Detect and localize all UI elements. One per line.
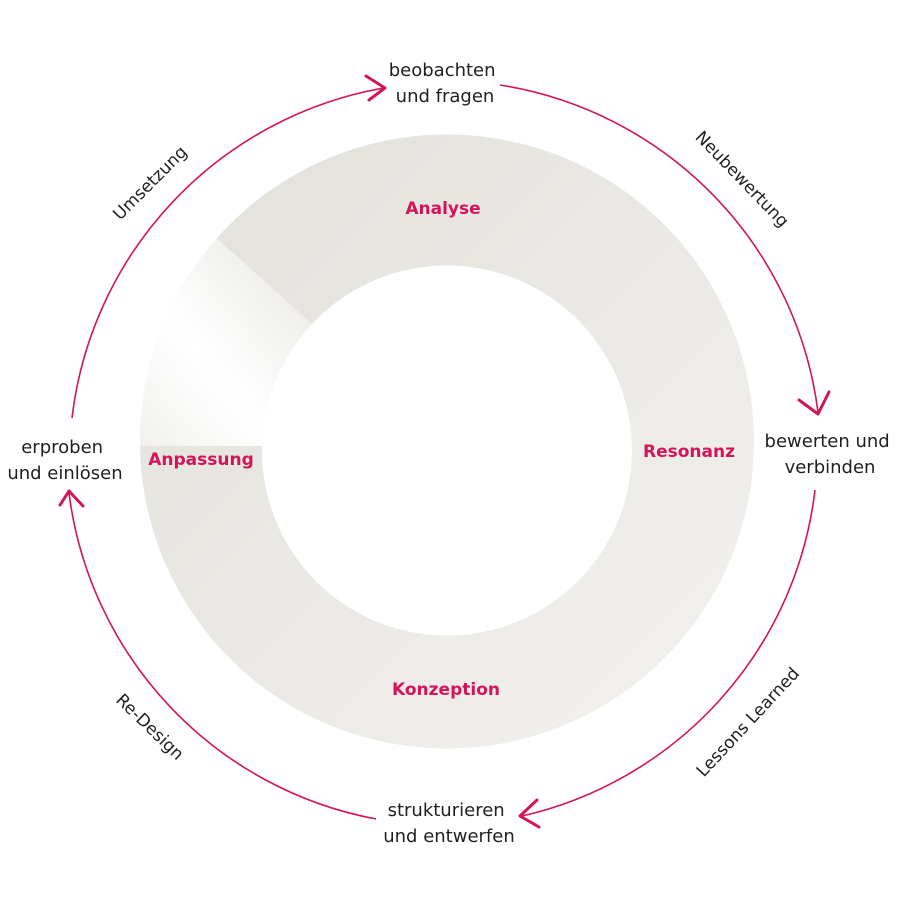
arc-umsetzung [71, 87, 385, 419]
arc-re-design [68, 492, 377, 820]
node-top-line1: beobachten [389, 60, 496, 81]
transition-lessons-learned: Lessons Learned [693, 664, 804, 781]
arc-lessons-learned [521, 489, 816, 817]
arrowhead-top [364, 74, 387, 102]
transition-re-design: Re-Design [111, 690, 187, 764]
arrowhead-left [58, 489, 85, 508]
phase-ring [139, 134, 754, 749]
phase-label-anpassung: Anpassung [148, 450, 254, 470]
node-left-line2: und einlösen [7, 463, 122, 484]
phase-label-analyse: Analyse [405, 199, 480, 219]
node-left-line1: erproben [21, 437, 103, 458]
node-bottom-line1: strukturieren [388, 800, 505, 821]
node-bottom-line2: und entwerfen [383, 826, 515, 847]
node-top: beobachten und fragen [389, 60, 502, 107]
phase-label-konzeption: Konzeption [392, 680, 500, 700]
arrowhead-bottom [518, 798, 541, 829]
node-right-line2: verbinden [785, 457, 876, 478]
transition-neubewertung: Neubewertung [691, 127, 793, 231]
node-left: erproben und einlösen [7, 437, 122, 484]
transition-umsetzung: Umsetzung [109, 142, 191, 224]
node-top-line2: und fragen [396, 86, 495, 107]
node-right: bewerten und verbinden [765, 431, 896, 478]
outer-cycle-arrows [58, 74, 831, 829]
arc-neubewertung [499, 84, 819, 413]
ring-faded-segment [139, 238, 312, 446]
phase-label-resonanz: Resonanz [643, 442, 735, 462]
node-right-line1: bewerten und [765, 431, 890, 452]
ring-main-segment [140, 134, 754, 749]
node-bottom: strukturieren und entwerfen [383, 800, 515, 847]
arrowhead-right [797, 390, 831, 416]
